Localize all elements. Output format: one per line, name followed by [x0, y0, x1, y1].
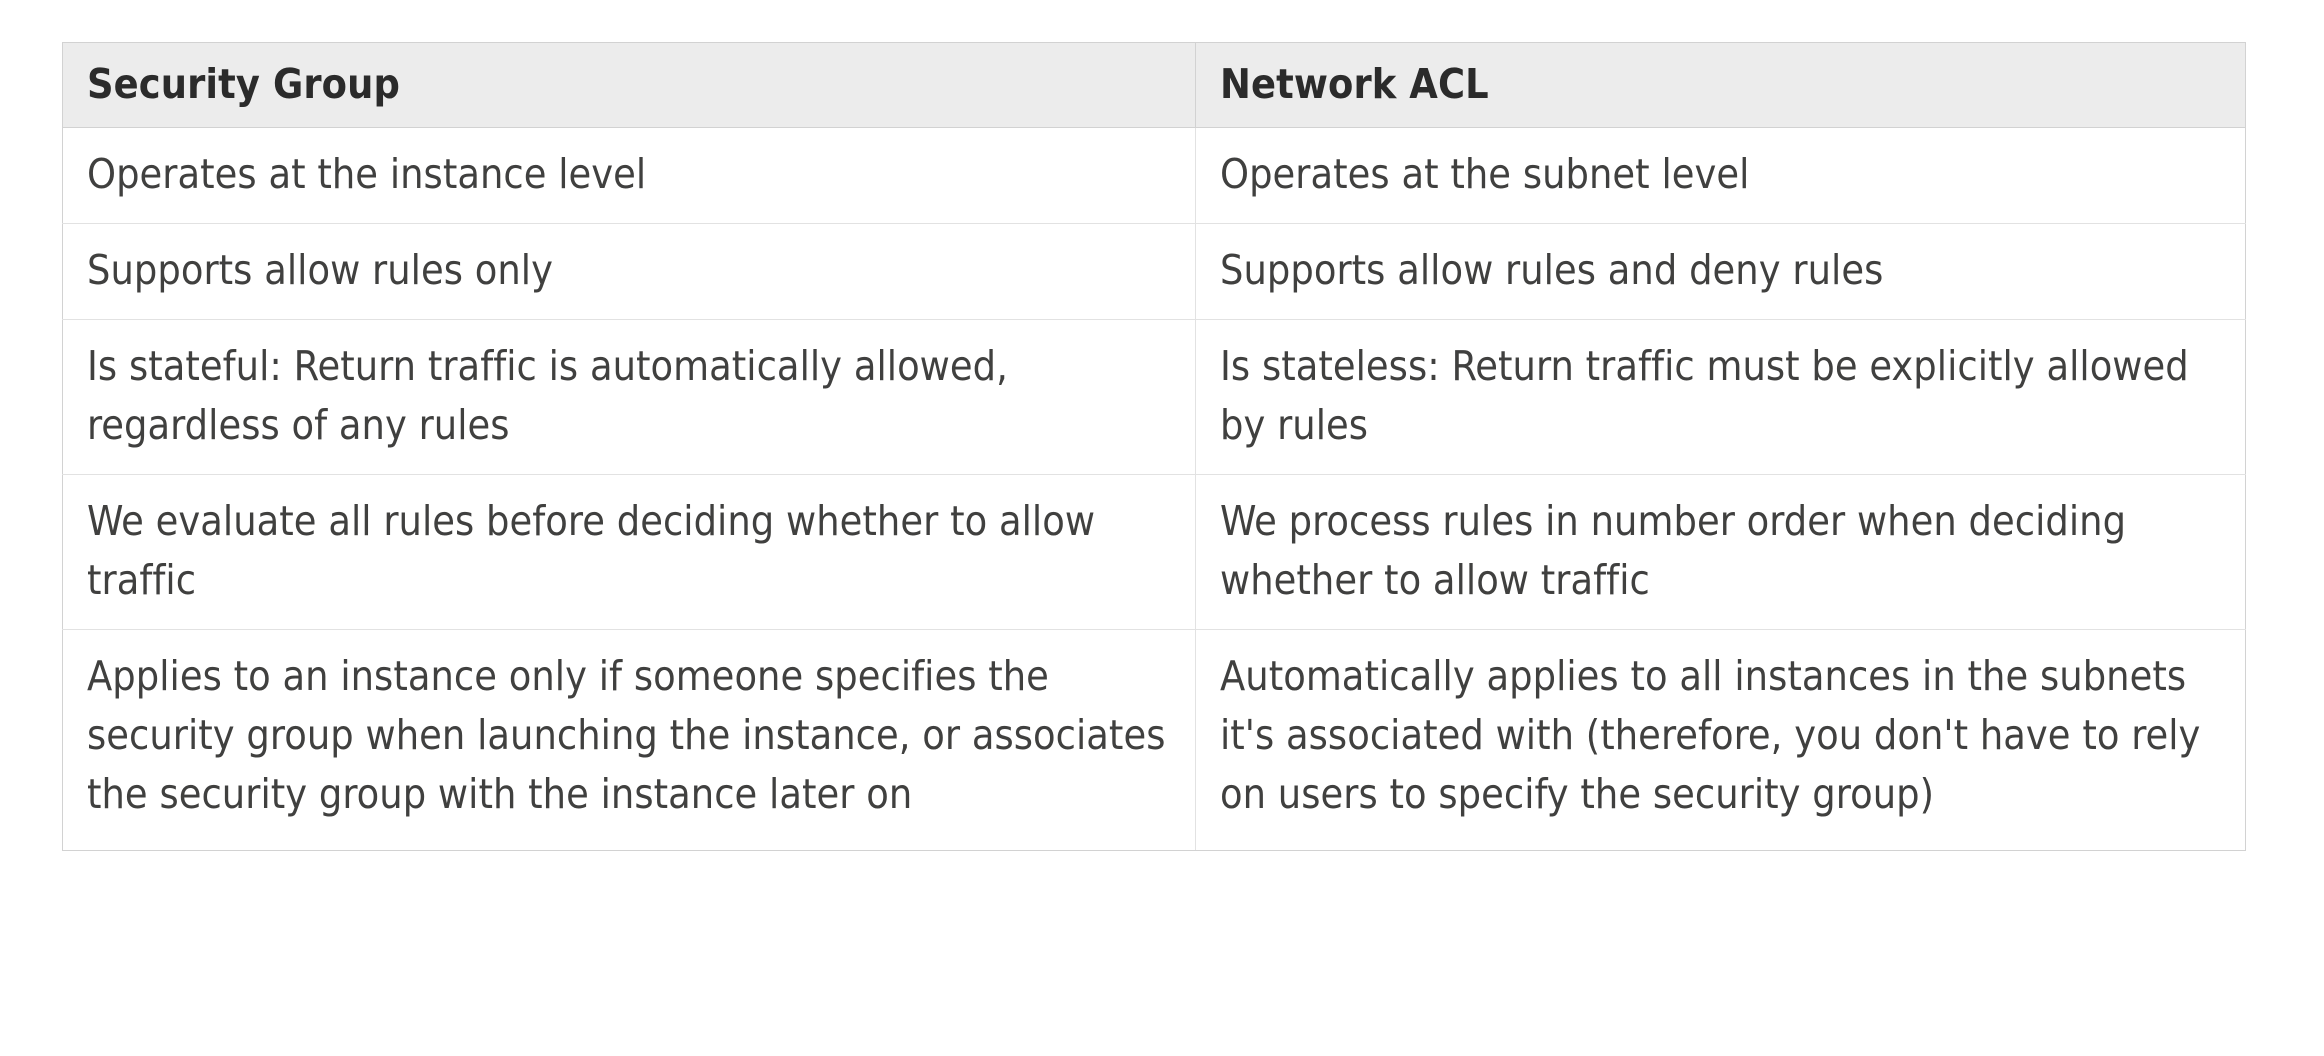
column-header-security-group: Security Group [62, 41, 1196, 129]
table-row: Is stateful: Return traffic is automatic… [62, 319, 2246, 476]
table-body: Operates at the instance level Operates … [62, 127, 2246, 852]
cell-security-group: Is stateful: Return traffic is automatic… [62, 319, 1196, 476]
column-header-network-acl: Network ACL [1195, 41, 2246, 129]
cell-security-group: Applies to an instance only if someone s… [62, 629, 1196, 852]
table-header: Security Group Network ACL [62, 41, 2246, 129]
cell-security-group: Operates at the instance level [62, 127, 1196, 225]
cell-network-acl: We process rules in number order when de… [1195, 474, 2246, 631]
cell-security-group: We evaluate all rules before deciding wh… [62, 474, 1196, 631]
cell-network-acl: Operates at the subnet level [1195, 127, 2246, 225]
table-row: Operates at the instance level Operates … [62, 127, 2246, 225]
cell-network-acl: Automatically applies to all instances i… [1195, 629, 2246, 852]
table-row: Supports allow rules only Supports allow… [62, 223, 2246, 321]
cell-network-acl: Supports allow rules and deny rules [1195, 223, 2246, 321]
table-row: We evaluate all rules before deciding wh… [62, 474, 2246, 631]
table-header-row: Security Group Network ACL [62, 41, 2246, 129]
cell-network-acl: Is stateless: Return traffic must be exp… [1195, 319, 2246, 476]
comparison-table: Security Group Network ACL Operates at t… [62, 41, 2246, 852]
table-row: Applies to an instance only if someone s… [62, 629, 2246, 852]
cell-security-group: Supports allow rules only [62, 223, 1196, 321]
